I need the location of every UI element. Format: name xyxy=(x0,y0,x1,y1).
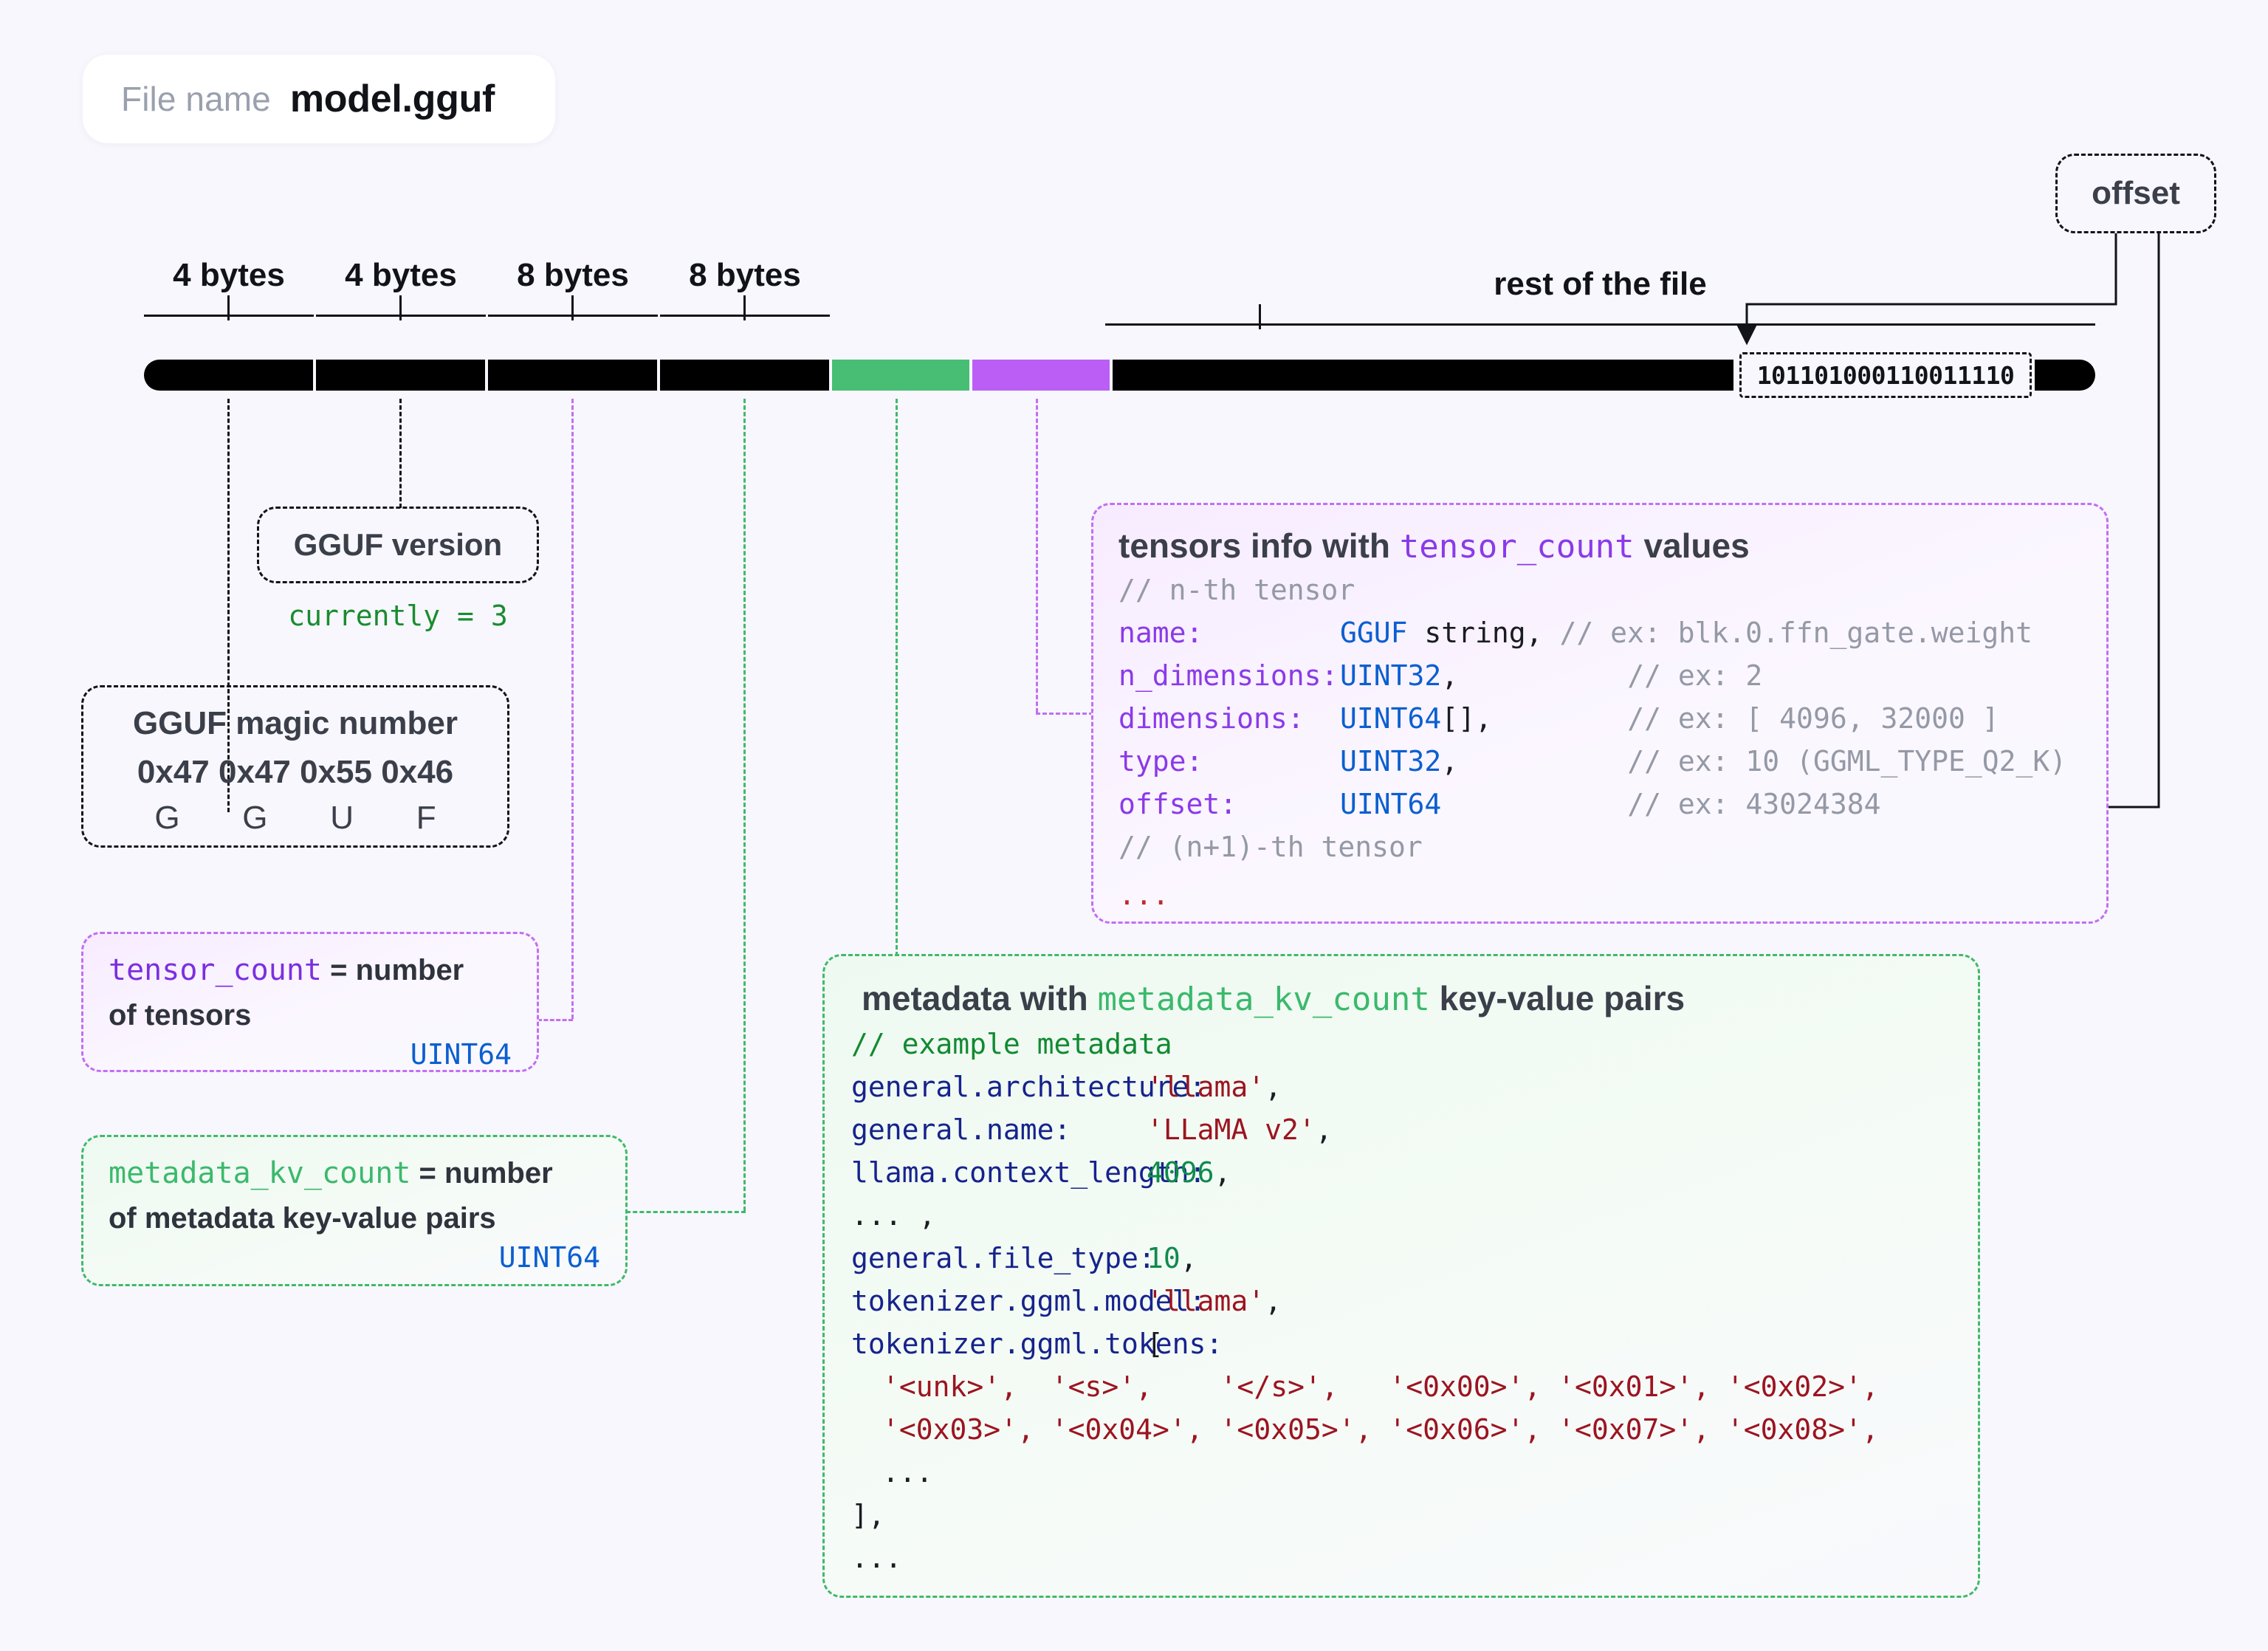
metadata-count-line1-rest: = number xyxy=(410,1157,553,1190)
metadata-tokens-ellipsis: ... xyxy=(882,1456,933,1489)
connector-metadata-count-h xyxy=(626,1211,746,1213)
connector-magic xyxy=(227,399,230,812)
metadata-pair-context-length: llama.context_length:4096, xyxy=(851,1156,1231,1189)
metadata-panel-header: metadata with metadata_kv_count key-valu… xyxy=(851,978,1951,1018)
tensors-header-code: tensor_count xyxy=(1399,528,1635,566)
tensor-count-line1-rest: = number xyxy=(321,954,464,986)
metadata-count-callout: metadata_kv_count = number of metadata k… xyxy=(81,1135,628,1286)
metadata-count-line1: metadata_kv_count = number xyxy=(109,1156,600,1190)
connector-version xyxy=(399,399,402,508)
metadata-pair-tokenizer-model: tokenizer.ggml.model:'llama', xyxy=(851,1285,1282,1317)
tensor-count-line2: of tensors xyxy=(109,999,252,1032)
tensor-count-code: tensor_count xyxy=(109,953,322,987)
tensors-panel-header: tensors info with tensor_count values xyxy=(1118,526,2081,566)
ruler-rule-5 xyxy=(1105,323,2095,326)
metadata-count-code: metadata_kv_count xyxy=(109,1156,411,1190)
metadata-header-pre: metadata with xyxy=(862,979,1098,1017)
tensors-ellipsis: ... xyxy=(1118,879,1169,911)
ruler-seg-1: 4 bytes xyxy=(144,257,314,320)
gguf-magic-chars: G G U F xyxy=(83,800,507,837)
connector-tensor-count-v xyxy=(571,399,574,1019)
ruler-label-1: 4 bytes xyxy=(173,257,285,293)
connector-tensors-panel-h xyxy=(1036,713,1093,715)
ruler-label-3: 8 bytes xyxy=(517,257,629,293)
ruler-label-2: 4 bytes xyxy=(345,257,457,293)
metadata-header-code: metadata_kv_count xyxy=(1097,981,1430,1018)
tensors-header-pre: tensors info with xyxy=(1118,526,1400,565)
bar-segment-tensor-count xyxy=(488,360,657,391)
tensors-row-offset: offset:UINT64// ex: 43024384 xyxy=(1118,788,1881,820)
tensors-comment-top: // n-th tensor xyxy=(1118,574,1355,606)
metadata-ellipsis-mid: ... , xyxy=(851,1199,936,1232)
offset-callout: offset xyxy=(2055,154,2216,233)
gguf-magic-char-2: U xyxy=(330,800,354,836)
ruler-tick-5 xyxy=(1259,304,1261,329)
gguf-version-callout: GGUF version xyxy=(257,507,539,583)
metadata-count-type: UINT64 xyxy=(498,1241,600,1274)
gguf-version-title: GGUF version xyxy=(293,527,503,562)
tensors-header-post: values xyxy=(1634,526,1750,565)
tensors-row-name: name:GGUF string, // ex: blk.0.ffn_gate.… xyxy=(1118,617,2033,649)
file-name-label: File name xyxy=(121,80,271,118)
metadata-pair-name: general.name:'LLaMA v2', xyxy=(851,1113,1333,1146)
gguf-magic-char-3: F xyxy=(416,800,436,836)
bar-segment-magic xyxy=(144,360,313,391)
gguf-version-note: currently = 3 xyxy=(288,600,508,632)
connector-metadata-count-v xyxy=(743,399,746,1211)
metadata-header-post: key-value pairs xyxy=(1429,979,1685,1017)
ruler-tick-3 xyxy=(571,295,574,320)
binary-sample-value: 101101000110011110 xyxy=(1756,360,2015,390)
gguf-magic-char-1: G xyxy=(242,800,268,836)
bar-segment-rest-b xyxy=(2035,360,2095,391)
tensor-count-line1: tensor_count = number xyxy=(109,953,512,987)
ruler-seg-2: 4 bytes xyxy=(316,257,486,320)
metadata-tokens-close: ], xyxy=(851,1499,885,1531)
ruler-tick-4 xyxy=(743,295,746,320)
bar-segment-metadata xyxy=(832,360,969,391)
tensors-row-n-dimensions: n_dimensions:UINT32,// ex: 2 xyxy=(1118,659,1763,692)
bar-segment-metadata-count xyxy=(660,360,829,391)
file-name-pill: File name model.gguf xyxy=(83,55,555,143)
gguf-magic-title: GGUF magic number xyxy=(132,705,458,741)
tensor-count-callout: tensor_count = number of tensors UINT64 xyxy=(81,932,539,1072)
ruler-label-5: rest of the file xyxy=(1494,266,1707,302)
metadata-pair-file-type: general.file_type:10, xyxy=(851,1242,1197,1274)
tensors-row-type: type:UINT32,// ex: 10 (GGML_TYPE_Q2_K) xyxy=(1118,745,2067,778)
file-name-value: model.gguf xyxy=(289,78,495,120)
ruler-seg-5: rest of the file xyxy=(1105,266,2095,329)
ruler-tick-2 xyxy=(399,295,402,320)
metadata-count-line2: of metadata key-value pairs xyxy=(109,1202,496,1235)
ruler-seg-4: 8 bytes xyxy=(660,257,830,320)
tensor-count-type: UINT64 xyxy=(410,1038,512,1071)
metadata-pair-architecture: general.architecture:'llama', xyxy=(851,1071,1282,1103)
ruler-label-4: 8 bytes xyxy=(689,257,801,293)
tensors-info-panel: tensors info with tensor_count values //… xyxy=(1091,503,2109,924)
metadata-tokens-open: tokenizer.ggml.tokens:[ xyxy=(851,1328,1223,1360)
connector-tensors-panel-v xyxy=(1036,399,1038,713)
metadata-ellipsis-end: ... xyxy=(851,1542,902,1574)
gguf-magic-char-0: G xyxy=(154,800,180,836)
offset-label: offset xyxy=(2092,175,2180,211)
metadata-comment-top: // example metadata xyxy=(851,1028,1172,1060)
gguf-magic-hex: 0x47 0x47 0x55 0x46 xyxy=(137,754,454,790)
bar-segment-rest-a xyxy=(1113,360,1733,391)
bar-segment-version xyxy=(316,360,485,391)
tensors-row-dimensions: dimensions:UINT64[],// ex: [ 4096, 32000… xyxy=(1118,702,1999,735)
gguf-magic-callout: GGUF magic number 0x47 0x47 0x55 0x46 G … xyxy=(81,685,509,848)
metadata-panel: metadata with metadata_kv_count key-valu… xyxy=(822,954,1980,1598)
ruler-tick-1 xyxy=(227,295,230,320)
connector-tensor-count-h xyxy=(537,1019,573,1021)
metadata-tokens-row-1: '<unk>', '<s>', '</s>', '<0x00>', '<0x01… xyxy=(882,1370,1879,1403)
metadata-tokens-row-2: '<0x03>', '<0x04>', '<0x05>', '<0x06>', … xyxy=(882,1413,1879,1446)
ruler-seg-3: 8 bytes xyxy=(488,257,658,320)
connector-metadata-panel xyxy=(896,399,898,956)
tensors-comment-bottom: // (n+1)-th tensor xyxy=(1118,831,1423,863)
binary-sample-box: 101101000110011110 xyxy=(1739,352,2032,398)
bar-segment-tensors-info xyxy=(972,360,1110,391)
